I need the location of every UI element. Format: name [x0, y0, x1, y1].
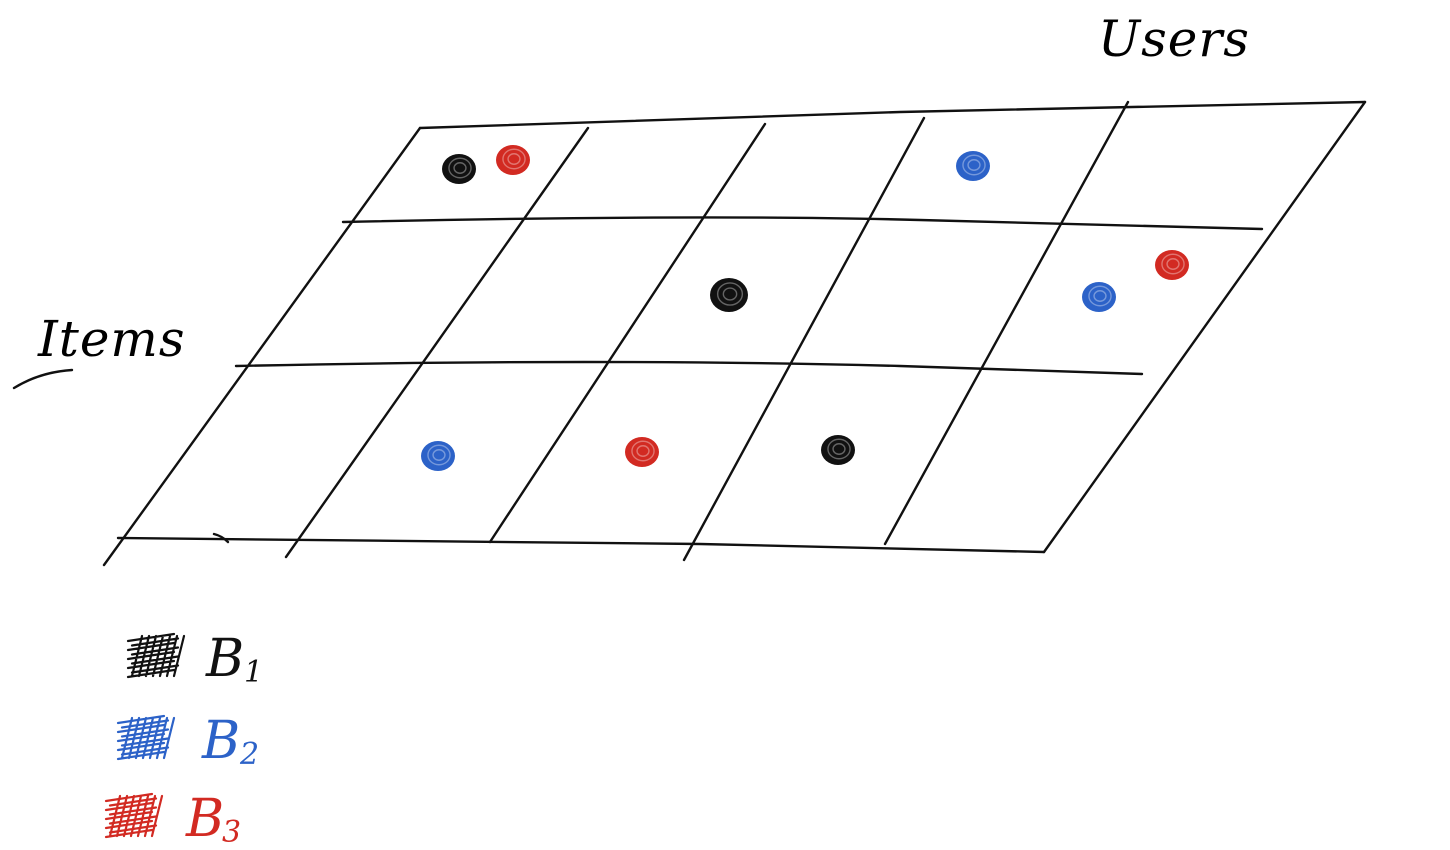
dot-swirl	[453, 162, 467, 174]
legend-subscript-b2: 2	[239, 737, 259, 772]
matrix-grid	[102, 100, 1367, 567]
dot-fill	[625, 437, 659, 467]
legend-subscript-b3: 3	[222, 815, 241, 850]
grid-edge-bottom	[116, 536, 1046, 554]
dot-b2-r3c2	[421, 441, 455, 471]
grid-row-divider-1	[341, 216, 1264, 231]
grid-edge-top	[418, 100, 1367, 130]
legend-swatch-b1	[126, 632, 186, 679]
dot-swirl	[427, 444, 451, 466]
grid-edge-left	[102, 126, 422, 567]
dot-swirl	[722, 287, 738, 301]
legend-label-b2: B	[201, 711, 240, 771]
dot-swirl	[832, 443, 846, 455]
legend-item-b3: B3	[104, 789, 241, 850]
legend-label-b3: B	[185, 789, 224, 849]
dot-fill	[1155, 250, 1189, 280]
grid-edge-right	[1042, 100, 1367, 554]
grid-column-divider-2b	[488, 122, 767, 544]
dot-swirl	[827, 438, 851, 460]
dot-fill	[1082, 282, 1116, 312]
dot-fill	[956, 151, 990, 181]
items-axis-label: Items	[37, 310, 186, 368]
legend-swatch-b3	[104, 792, 164, 839]
dot-fill	[710, 278, 748, 312]
legend-subscript-b1: 1	[244, 655, 263, 690]
grid-tick-mark	[212, 532, 230, 544]
items-label-underline	[12, 368, 74, 390]
legend-swatch-b2	[116, 714, 176, 761]
grid-row-divider-2	[234, 360, 1144, 376]
dot-fill	[496, 145, 530, 175]
dot-swirl	[448, 157, 472, 179]
legend-label-b1: B	[205, 629, 244, 689]
swatch-scribble	[116, 714, 176, 761]
dot-b1-r1c1	[442, 154, 476, 184]
dot-b3-r3c3	[625, 437, 659, 467]
dot-fill	[421, 441, 455, 471]
swatch-scribble	[104, 792, 164, 839]
dot-swirl	[1161, 253, 1185, 275]
grid-column-divider-4	[883, 100, 1130, 546]
dot-b1-r2c3	[710, 278, 748, 312]
dot-swirl	[1093, 290, 1107, 302]
dot-swirl	[1166, 258, 1180, 270]
dot-swirl	[631, 440, 655, 462]
dot-swirl	[507, 153, 521, 165]
grid-column-divider-1	[284, 126, 590, 559]
dot-swirl	[1088, 285, 1112, 307]
dot-b3-r1c1	[496, 145, 530, 175]
dot-swirl	[967, 159, 981, 171]
dot-b1-r3c4	[821, 435, 855, 465]
dot-b3-r2c5	[1155, 250, 1189, 280]
dot-swirl	[432, 449, 446, 461]
grid-column-divider-3	[682, 116, 926, 562]
dots-layer	[421, 145, 1189, 471]
dot-b2-r1c4	[956, 151, 990, 181]
dot-swirl	[636, 445, 650, 457]
dot-swirl	[962, 154, 986, 176]
dot-swirl	[716, 282, 744, 306]
swatch-scribble	[126, 632, 186, 679]
users-axis-label: Users	[1098, 10, 1250, 68]
dot-b2-r2c5	[1082, 282, 1116, 312]
dot-swirl	[502, 148, 526, 170]
dot-fill	[442, 154, 476, 184]
dot-fill	[821, 435, 855, 465]
